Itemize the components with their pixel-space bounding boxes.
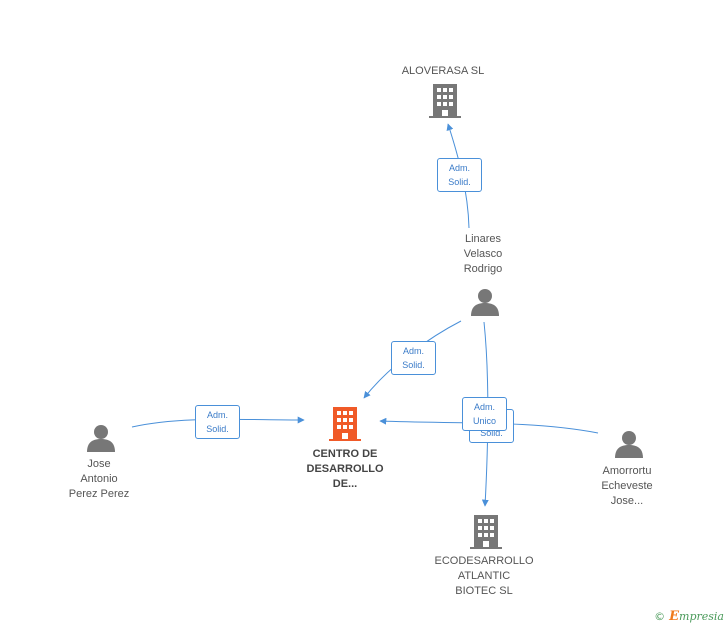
person-icon[interactable] bbox=[615, 430, 643, 458]
brand-initial: E bbox=[669, 609, 680, 624]
node-label-amorrortu: Amorrortu Echeveste Jose... bbox=[601, 465, 653, 507]
person-icon[interactable] bbox=[471, 288, 499, 316]
copyright-symbol: © bbox=[654, 610, 666, 623]
node-label-aloverasa: ALOVERASA SL bbox=[401, 65, 485, 77]
node-label-centro: CENTRO DE DESARROLLO DE... bbox=[306, 448, 384, 490]
edge-badge-linares-centro[interactable]: Adm. Solid. bbox=[391, 341, 436, 375]
node-label-linares: Linares Velasco Rodrigo bbox=[463, 233, 503, 275]
brand-rest: mpresia bbox=[679, 610, 724, 623]
edge-badge-linares-aloverasa[interactable]: Adm. Solid. bbox=[437, 158, 482, 192]
node-label-ecodesarrollo: ECODESARROLLO ATLANTIC BIOTEC SL bbox=[434, 555, 534, 597]
node-label-jose-antonio: Jose Antonio Perez Perez bbox=[68, 458, 130, 500]
edge-badge-jose-centro[interactable]: Adm. Solid. bbox=[195, 405, 240, 439]
building-icon[interactable] bbox=[429, 84, 461, 118]
building-icon[interactable] bbox=[329, 407, 361, 441]
edge-badge-linares-ecodesarrollo[interactable]: Adm. Unico bbox=[462, 397, 507, 431]
building-icon[interactable] bbox=[470, 515, 502, 549]
empresia-logo: ©Empresia bbox=[654, 609, 724, 624]
person-icon[interactable] bbox=[87, 424, 115, 452]
